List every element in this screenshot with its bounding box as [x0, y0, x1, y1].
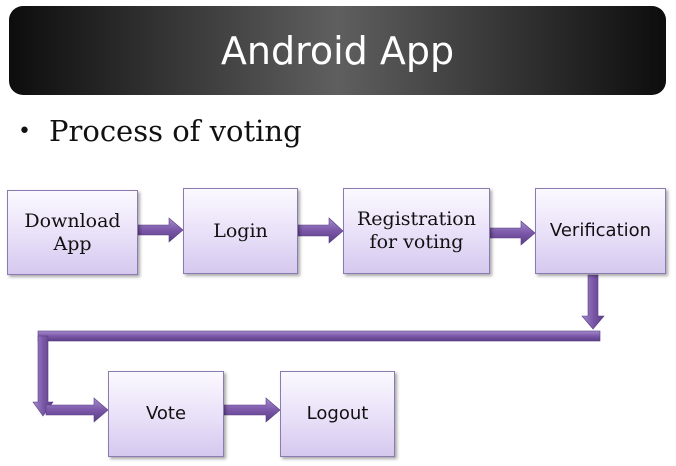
connector-left-down: [32, 335, 54, 417]
title-bar: Android App: [9, 6, 666, 95]
arrow-login-to-registration: [297, 217, 344, 244]
step-verification: Verification: [535, 188, 666, 274]
arrow-vote-to-logout: [223, 397, 281, 423]
arrow-verification-down: [581, 274, 605, 330]
connector-horizontal: [37, 330, 601, 342]
step-vote-label: Vote: [145, 403, 187, 425]
step-verification-label: Verification: [549, 220, 652, 242]
bullet-dot-icon: •: [18, 118, 31, 144]
step-login: Login: [183, 188, 298, 274]
arrow-to-vote: [45, 397, 109, 423]
page-title: Android App: [220, 28, 455, 73]
step-registration: Registration for voting: [343, 188, 490, 274]
arrow-download-to-login: [137, 217, 184, 243]
bullet-text: Process of voting: [48, 114, 302, 148]
step-download-app-label: Download App: [24, 209, 121, 255]
step-logout-label: Logout: [306, 403, 369, 425]
step-vote: Vote: [108, 371, 224, 457]
step-download-app: Download App: [7, 190, 138, 275]
step-logout: Logout: [280, 371, 395, 457]
bullet-point: • Process of voting: [18, 114, 302, 148]
step-login-label: Login: [213, 219, 268, 242]
arrow-registration-to-verification: [489, 220, 536, 246]
step-registration-label: Registration for voting: [357, 208, 476, 253]
